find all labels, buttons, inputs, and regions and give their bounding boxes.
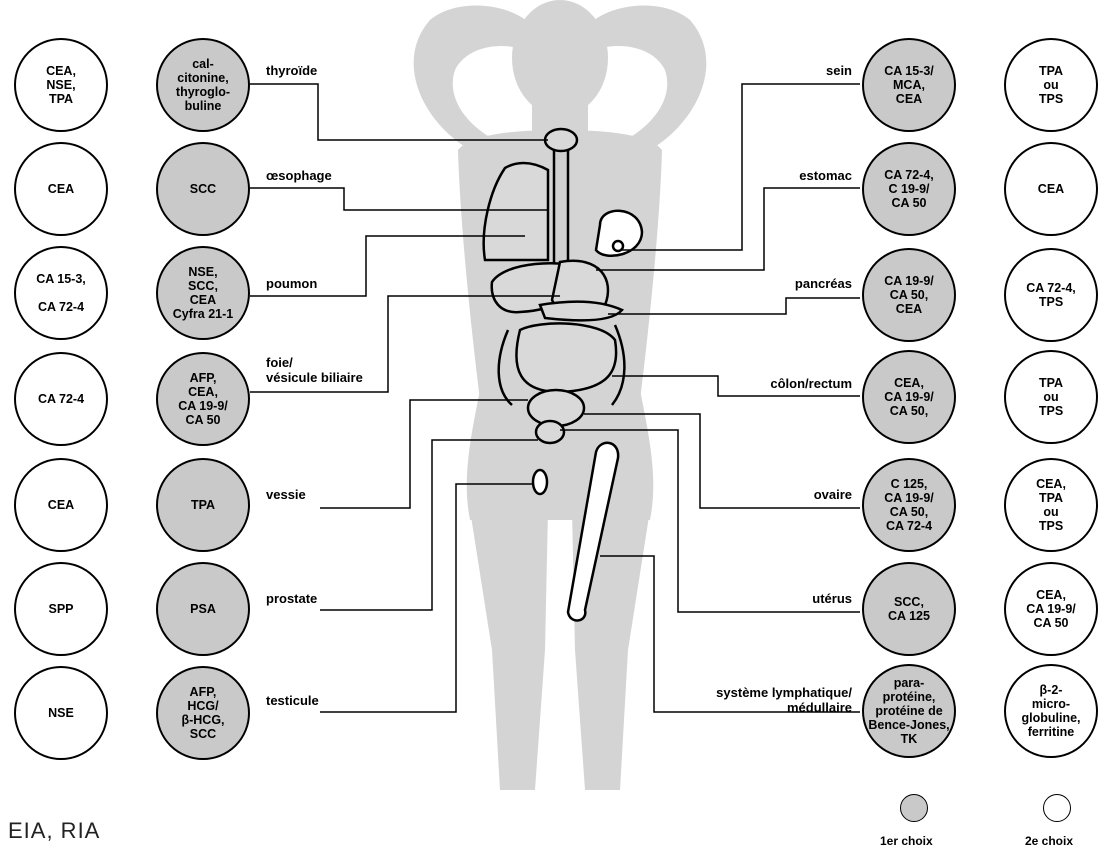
left-first-choice-circle: TPA (156, 458, 250, 552)
left-first-choice-circle: PSA (156, 562, 250, 656)
marker-text: CA 19-9/ CA 50, CEA (884, 274, 934, 316)
marker-text: CA 72-4, TPS (1026, 281, 1076, 309)
left-second-choice-circle: CEA (14, 458, 108, 552)
marker-text: CA 72-4 (38, 392, 84, 406)
organ-label-ovaire: ovaire (814, 488, 852, 503)
marker-text: TPA ou TPS (1039, 64, 1063, 106)
right-second-choice-circle: CEA, CA 19-9/ CA 50 (1004, 562, 1098, 656)
marker-text: CA 15-3/ MCA, CEA (884, 64, 934, 106)
right-first-choice-circle: CEA, CA 19-9/ CA 50, (862, 350, 956, 444)
marker-text: NSE (48, 706, 74, 720)
left-second-choice-circle: CEA, NSE, TPA (14, 38, 108, 132)
marker-text: SPP (48, 602, 73, 616)
right-first-choice-circle: CA 15-3/ MCA, CEA (862, 38, 956, 132)
left-first-choice-circle: AFP, HCG/ β-HCG, SCC (156, 666, 250, 760)
right-first-choice-circle: C 125, CA 19-9/ CA 50, CA 72-4 (862, 458, 956, 552)
organ-label-pancreas: pancréas (795, 277, 852, 292)
organ-label-sein: sein (826, 64, 852, 79)
marker-text: CEA, CA 19-9/ CA 50, (884, 376, 934, 418)
marker-text: CEA (48, 182, 74, 196)
left-first-choice-circle: AFP, CEA, CA 19-9/ CA 50 (156, 352, 250, 446)
organ-label-lymph: système lymphatique/ médullaire (716, 686, 852, 716)
marker-text: CEA, NSE, TPA (46, 64, 76, 106)
left-second-choice-circle: CA 72-4 (14, 352, 108, 446)
organ-label-thyroide: thyroïde (266, 64, 317, 79)
marker-text: CA 72-4, C 19-9/ CA 50 (884, 168, 934, 210)
marker-text: CEA (48, 498, 74, 512)
right-first-choice-circle: CA 72-4, C 19-9/ CA 50 (862, 142, 956, 236)
right-second-choice-circle: CA 72-4, TPS (1004, 248, 1098, 342)
right-first-choice-circle: CA 19-9/ CA 50, CEA (862, 248, 956, 342)
organ-label-prostate: prostate (266, 592, 317, 607)
left-second-choice-circle: SPP (14, 562, 108, 656)
organ-label-oesophage: œsophage (266, 169, 332, 184)
marker-text: CEA (1038, 182, 1064, 196)
marker-text: C 125, CA 19-9/ CA 50, CA 72-4 (884, 477, 934, 533)
marker-text: AFP, HCG/ β-HCG, SCC (181, 685, 224, 741)
organ-label-uterus: utérus (812, 592, 852, 607)
legend-second-choice-label: 2e choix (1025, 834, 1073, 848)
marker-text: CEA, TPA ou TPS (1036, 477, 1066, 533)
organ-label-vessie: vessie (266, 488, 306, 503)
footer-method-label: EIA, RIA (8, 818, 100, 844)
marker-text: β-2- micro- globuline, ferritine (1021, 683, 1080, 739)
marker-text: SCC, CA 125 (888, 595, 930, 623)
marker-text: PSA (190, 602, 216, 616)
legend-first-choice-swatch (900, 794, 928, 822)
organ-label-poumon: poumon (266, 277, 317, 292)
right-second-choice-circle: TPA ou TPS (1004, 350, 1098, 444)
left-first-choice-circle: cal- citonine, thyroglo- buline (156, 38, 250, 132)
left-first-choice-circle: NSE, SCC, CEA Cyfra 21-1 (156, 246, 250, 340)
leader-thyroide (250, 84, 548, 140)
right-second-choice-circle: TPA ou TPS (1004, 38, 1098, 132)
marker-text: cal- citonine, thyroglo- buline (176, 57, 230, 113)
right-second-choice-circle: CEA (1004, 142, 1098, 236)
right-second-choice-circle: CEA, TPA ou TPS (1004, 458, 1098, 552)
marker-text: para- protéine, protéine de Bence-Jones,… (868, 676, 949, 746)
left-second-choice-circle: NSE (14, 666, 108, 760)
organ-label-foie: foie/ vésicule biliaire (266, 356, 363, 386)
marker-text: NSE, SCC, CEA Cyfra 21-1 (173, 265, 233, 321)
organ-label-testicule: testicule (266, 694, 319, 709)
right-first-choice-circle: para- protéine, protéine de Bence-Jones,… (862, 664, 956, 758)
marker-text: AFP, CEA, CA 19-9/ CA 50 (178, 371, 228, 427)
right-second-choice-circle: β-2- micro- globuline, ferritine (1004, 664, 1098, 758)
left-first-choice-circle: SCC (156, 142, 250, 236)
right-first-choice-circle: SCC, CA 125 (862, 562, 956, 656)
marker-text: SCC (190, 182, 216, 196)
marker-text: TPA ou TPS (1039, 376, 1063, 418)
left-second-choice-circle: CEA (14, 142, 108, 236)
marker-text: TPA (191, 498, 215, 512)
organ-label-estomac: estomac (799, 169, 852, 184)
legend-first-choice-label: 1er choix (880, 834, 933, 848)
left-second-choice-circle: CA 15-3, CA 72-4 (14, 246, 108, 340)
marker-text: CA 15-3, CA 72-4 (36, 272, 86, 314)
legend-second-choice-swatch (1043, 794, 1071, 822)
marker-text: CEA, CA 19-9/ CA 50 (1026, 588, 1076, 630)
organ-label-colon: côlon/rectum (770, 377, 852, 392)
